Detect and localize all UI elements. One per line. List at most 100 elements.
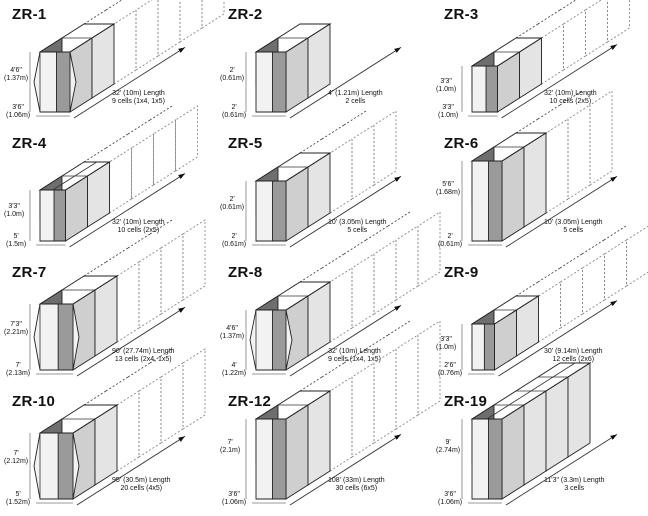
length-value: 10' (3.05m) Length [328, 219, 387, 226]
height-label: 2'(0.61m) [220, 67, 244, 83]
empty-cell [351, 253, 375, 329]
length-arrow-line [498, 300, 618, 377]
width-label-line: (0.76m) [438, 370, 463, 377]
filled-cell-side [523, 390, 547, 486]
empty-cell [545, 118, 569, 214]
width-label: 7'(2.13m) [6, 362, 30, 378]
empty-cell [201, 0, 225, 29]
empty-cell [131, 133, 154, 200]
width-label-line: 7' [15, 362, 21, 369]
width-label: 2'6"(0.76m) [438, 362, 462, 378]
model-name: ZR-5 [228, 135, 263, 152]
filled-cell-side [307, 281, 331, 357]
width-label-line: 2' [231, 233, 237, 240]
width-label: 2'(0.61m) [222, 104, 246, 120]
length-arrow-line [76, 306, 186, 377]
empty-cell [582, 253, 605, 315]
empty-cell-top [105, 133, 129, 149]
filled-cell-side [307, 390, 331, 486]
length-arrow-head [178, 47, 185, 53]
cell-count: 10 cells (2x5) [117, 227, 160, 234]
filled-cell-side [307, 23, 331, 99]
empty-cell [351, 362, 375, 458]
filled-cell-side [567, 362, 591, 458]
height-label: 5'6"(1.68m) [436, 181, 460, 197]
model-name: ZR-8 [228, 264, 263, 281]
length-arrow-line [76, 435, 186, 506]
width-label-line: 3'6" [228, 491, 240, 498]
filled-cell-side [285, 37, 309, 113]
length-arrow-head [610, 176, 617, 182]
height-label-line: (1.0m) [4, 211, 25, 218]
empty-cell [113, 9, 137, 85]
length-arrow-head [610, 44, 617, 51]
model-name: ZR-9 [444, 264, 479, 281]
empty-cell-top [149, 105, 173, 121]
height-label: 4'6"(1.37m) [220, 325, 244, 341]
width-label-line: 3'3" [442, 104, 454, 111]
cell-count: 2 cells [345, 98, 366, 105]
height-label: 3'3"(1.0m) [436, 336, 456, 352]
length-value: 108' (33m) Length [328, 477, 385, 484]
front-panel-shade [53, 189, 66, 242]
model-name: ZR-3 [444, 6, 479, 23]
empty-cell-top [537, 104, 561, 120]
cell-count: 5 cells [347, 227, 368, 234]
unit-drawing [29, 105, 198, 248]
empty-cell [607, 0, 630, 43]
empty-cell [560, 267, 583, 329]
length-arrow-head [178, 436, 185, 442]
width-label-line: (1.06m) [222, 499, 247, 506]
empty-cell [329, 138, 353, 214]
length-arrow-line [289, 304, 402, 377]
unit-drawing [29, 348, 206, 506]
width-label: 5'(1.5m) [6, 233, 26, 249]
empty-cell [351, 124, 375, 200]
unit-drawing [461, 90, 618, 248]
empty-cell [153, 119, 176, 186]
model-name: ZR-2 [228, 6, 263, 23]
empty-cell [116, 390, 140, 472]
width-label-line: 3'6" [444, 491, 456, 498]
empty-cell-top [105, 0, 123, 11]
height-label-line: (2.74m) [436, 447, 461, 454]
unit-drawing [245, 320, 441, 506]
width-label: 2'(0.61m) [438, 233, 462, 249]
empty-cell-top [365, 334, 389, 350]
empty-cell [373, 110, 397, 186]
length-arrow-head [394, 47, 401, 53]
height-label-line: (1.68m) [436, 189, 461, 196]
empty-cell [373, 348, 397, 444]
empty-cell-top [515, 281, 539, 297]
empty-cell-top [515, 23, 539, 39]
cell-count: 13 cells (2x4, 1x5) [114, 356, 172, 363]
length-arrow-head [394, 176, 401, 182]
height-label-line: (0.61m) [220, 204, 245, 211]
height-label-line: 4'6" [226, 325, 238, 332]
empty-cell-top [83, 147, 107, 163]
cell-count: 10 cells (2x5) [549, 98, 592, 105]
height-label-line: 4'6" [10, 67, 22, 74]
empty-cell [160, 233, 184, 315]
empty-cell-top [559, 253, 583, 269]
height-label-line: (1.37m) [4, 75, 29, 82]
front-panel-shade [56, 51, 71, 113]
height-label-line: 3'3" [440, 78, 452, 85]
model-name: ZR-19 [444, 393, 488, 410]
filled-cell-side [545, 376, 569, 472]
width-label-line: 4' [231, 362, 237, 369]
width-label-line: (0.61m) [438, 241, 463, 248]
cell-count: 9 cells (1x4, 1x5) [112, 98, 165, 105]
empty-cell [626, 225, 648, 287]
front-panel-shade [272, 418, 287, 500]
height-label-line: (2.1m) [220, 447, 241, 454]
height-label-line: 5'6" [442, 181, 454, 188]
